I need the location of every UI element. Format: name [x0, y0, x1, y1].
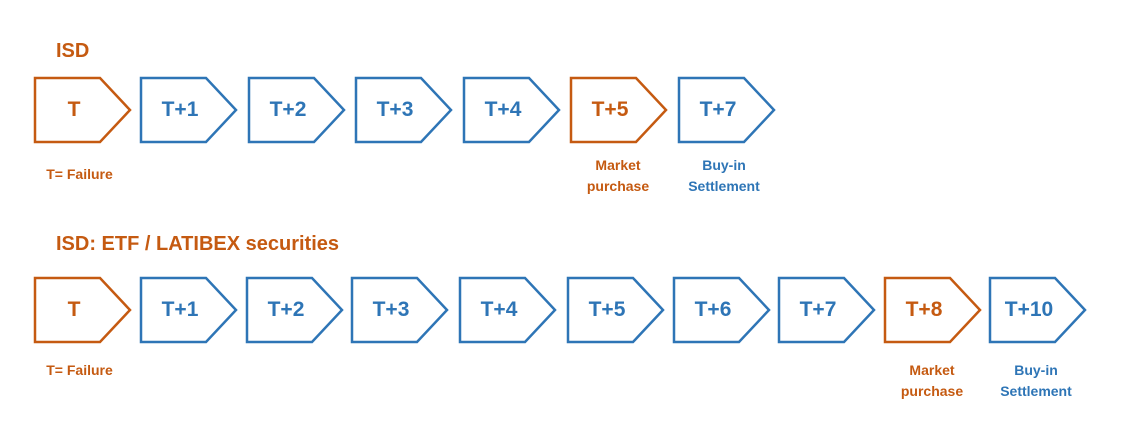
chevron-shape — [777, 276, 876, 344]
chevron-shape — [247, 76, 346, 144]
step-label: T — [67, 298, 81, 321]
note-market-line2: purchase — [586, 178, 650, 194]
step-chevron: T+3 — [354, 76, 453, 144]
note-buyin-line2: Settlement — [688, 178, 760, 194]
chevron-shape — [672, 276, 771, 344]
chevron-shape — [33, 276, 132, 344]
step-label: T+5 — [591, 98, 629, 121]
step-label: T+1 — [161, 98, 199, 121]
chevron-outline — [883, 276, 982, 344]
chevron-outline — [569, 76, 668, 144]
chevron-shape — [139, 76, 238, 144]
step-chevron: T+5 — [566, 276, 665, 344]
step-label: T+7 — [699, 98, 737, 121]
step-chevron: T — [33, 76, 132, 144]
chevron-outline — [245, 276, 344, 344]
step-label: T+6 — [694, 298, 732, 321]
step-label: T — [67, 98, 81, 121]
note-buyin-line1: Buy-in — [702, 157, 746, 173]
note-failure-text: T= Failure — [46, 166, 113, 182]
note-market-line1: Market — [595, 157, 641, 173]
chevron-outline — [247, 76, 346, 144]
step-chevron: T+6 — [672, 276, 771, 344]
chevron-outline — [988, 276, 1087, 344]
step-chevron: T+5 — [569, 76, 668, 144]
step-chevron: T — [33, 276, 132, 344]
chevron-shape — [883, 276, 982, 344]
chevron-shape — [988, 276, 1087, 344]
note-market-purchase: Market purchase — [882, 360, 982, 402]
step-label: T+10 — [1004, 298, 1054, 321]
chevron-shape — [139, 276, 238, 344]
chevron-shape — [569, 76, 668, 144]
step-chevron: T+1 — [139, 276, 238, 344]
chevron-outline — [672, 276, 771, 344]
chevron-outline — [139, 276, 238, 344]
step-chevron: T+1 — [139, 76, 238, 144]
step-chevron: T+4 — [462, 76, 561, 144]
step-label: T+7 — [799, 298, 837, 321]
step-label: T+5 — [588, 298, 626, 321]
chevron-outline — [354, 76, 453, 144]
chevron-outline — [350, 276, 449, 344]
chevron-outline — [458, 276, 557, 344]
note-market-line2: purchase — [900, 383, 964, 399]
chevron-outline — [33, 76, 132, 144]
step-chevron: T+7 — [777, 276, 876, 344]
section-title-isd: ISD — [56, 40, 90, 62]
step-chevron: T+3 — [350, 276, 449, 344]
chevron-outline — [462, 76, 561, 144]
chevron-outline — [677, 76, 776, 144]
step-label: T+3 — [372, 298, 410, 321]
step-chevron: T+7 — [677, 76, 776, 144]
step-chevron: T+2 — [245, 276, 344, 344]
step-chevron: T+4 — [458, 276, 557, 344]
chevron-shape — [350, 276, 449, 344]
note-buyin-line1: Buy-in — [1014, 362, 1058, 378]
step-label: T+3 — [376, 98, 414, 121]
chevron-shape — [458, 276, 557, 344]
chevron-shape — [33, 76, 132, 144]
note-failure: T= Failure — [22, 164, 137, 185]
chevron-shape — [354, 76, 453, 144]
chevron-shape — [677, 76, 776, 144]
step-label: T+8 — [905, 298, 943, 321]
section-title-isd-etf-latibex: ISD: ETF / LATIBEX securities — [56, 233, 340, 255]
note-market-line1: Market — [909, 362, 955, 378]
step-label: T+1 — [161, 298, 199, 321]
chevron-shape — [566, 276, 665, 344]
note-buyin-settlement: Buy-in Settlement — [674, 155, 774, 197]
chevron-outline — [33, 276, 132, 344]
step-chevron: T+8 — [883, 276, 982, 344]
chevron-shape — [462, 76, 561, 144]
chevron-shape — [245, 276, 344, 344]
chevron-outline — [777, 276, 876, 344]
step-label: T+2 — [269, 98, 307, 121]
chevron-outline — [566, 276, 665, 344]
note-failure: T= Failure — [22, 360, 137, 381]
step-label: T+4 — [484, 98, 522, 121]
note-market-purchase: Market purchase — [568, 155, 668, 197]
step-chevron: T+10 — [988, 276, 1087, 344]
note-buyin-line2: Settlement — [1000, 383, 1072, 399]
step-label: T+4 — [480, 298, 518, 321]
step-label: T+2 — [267, 298, 305, 321]
step-chevron: T+2 — [247, 76, 346, 144]
note-buyin-settlement: Buy-in Settlement — [986, 360, 1086, 402]
note-failure-text: T= Failure — [46, 362, 113, 378]
chevron-outline — [139, 76, 238, 144]
